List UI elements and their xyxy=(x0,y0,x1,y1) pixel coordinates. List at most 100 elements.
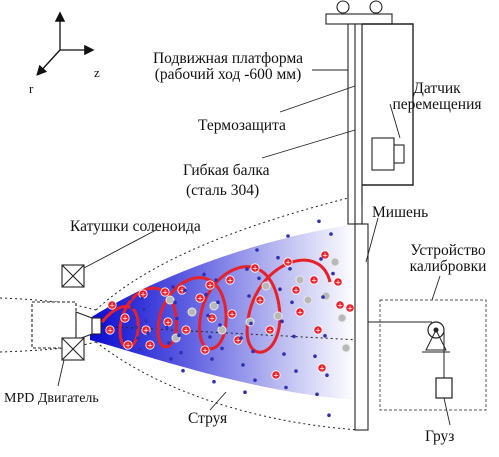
platform-label-line2: (рабочий ход -600 мм) xyxy=(154,66,302,83)
electron-particle xyxy=(292,334,296,339)
sensor-label-line2: перемещения xyxy=(392,96,482,113)
electron-particle xyxy=(313,354,317,359)
svg-text:+: + xyxy=(162,289,168,297)
svg-text:+: + xyxy=(267,327,273,335)
electron-particle xyxy=(202,272,206,277)
ion-particle: + xyxy=(105,325,115,335)
electron-particle xyxy=(181,368,185,373)
svg-text:+: + xyxy=(315,327,321,335)
electron-particle xyxy=(214,278,218,282)
svg-text:+: + xyxy=(227,277,233,285)
ion-particle: + xyxy=(195,293,205,303)
ion-particle: + xyxy=(145,340,155,350)
svg-text:+: + xyxy=(179,287,185,295)
solenoid-coil-bottom xyxy=(61,337,85,361)
electron-particle xyxy=(241,363,245,367)
ion-particle: + xyxy=(333,277,343,287)
svg-text:+: + xyxy=(311,277,317,285)
sensor-label-line1: Датчик xyxy=(413,80,461,97)
electron-particle xyxy=(329,232,333,236)
ion-particle: + xyxy=(205,280,215,290)
neutral-particle xyxy=(341,343,351,353)
electron-particle xyxy=(247,294,251,298)
electron-particle xyxy=(130,305,134,310)
electron-particle xyxy=(278,287,282,292)
jet-label: Струя xyxy=(188,410,228,427)
electron-particle xyxy=(294,369,298,373)
electron-particle xyxy=(253,378,257,383)
leader-lines xyxy=(57,69,451,426)
electron-particle xyxy=(245,267,249,271)
electron-particle xyxy=(288,267,292,271)
moving-platform xyxy=(325,0,393,25)
electron-particle xyxy=(216,300,220,305)
electron-particle xyxy=(146,331,150,336)
electron-particle xyxy=(138,347,142,352)
neutral-particle xyxy=(295,275,305,285)
electron-particle xyxy=(315,392,319,397)
neutral-particle xyxy=(187,307,197,317)
target-label: Мишень xyxy=(372,204,429,221)
ion-particle: + xyxy=(295,307,305,317)
electron-particle xyxy=(132,315,136,319)
electrons xyxy=(128,219,335,418)
svg-text:+: + xyxy=(229,311,235,319)
electron-particle xyxy=(321,295,325,299)
svg-text:+: + xyxy=(252,265,258,273)
calibration-device xyxy=(368,299,487,411)
ion-particle: + xyxy=(207,313,217,323)
electron-particle xyxy=(327,413,331,418)
ion-particle: + xyxy=(227,309,237,319)
svg-text:+: + xyxy=(197,295,203,303)
electron-particle xyxy=(144,319,148,323)
svg-text:+: + xyxy=(107,327,113,335)
axis-r-label: r xyxy=(29,81,34,96)
ion-particle: + xyxy=(250,263,260,273)
plasma-plume xyxy=(90,224,356,400)
coils-label: Катушки соленоида xyxy=(70,218,201,235)
svg-text:+: + xyxy=(109,302,115,310)
ion-particle: + xyxy=(163,317,173,327)
electron-particle xyxy=(175,316,179,321)
beam-label-line1: Гибкая балка xyxy=(183,162,270,179)
electron-particle xyxy=(284,385,288,390)
svg-text:+: + xyxy=(143,327,149,335)
ion-particle: + xyxy=(317,363,327,373)
electron-particle xyxy=(208,335,212,339)
electron-particle xyxy=(325,373,329,378)
electron-particle xyxy=(319,257,323,261)
electron-particle xyxy=(251,349,255,354)
electron-particle xyxy=(179,350,183,355)
thermal-shield-label: Термозащита xyxy=(198,117,286,134)
svg-text:+: + xyxy=(257,297,263,305)
electron-particle xyxy=(173,300,177,305)
electron-particle xyxy=(140,296,144,301)
electron-particle xyxy=(171,285,175,289)
neutral-particle xyxy=(303,295,313,305)
ions: ++++++++++++++++++++++++++++++++ xyxy=(105,250,355,380)
ion-particle: + xyxy=(320,250,330,260)
ion-particle: + xyxy=(225,275,235,285)
electron-particle xyxy=(204,292,208,297)
target-plate xyxy=(354,223,369,431)
ion-particle: + xyxy=(107,300,117,310)
neutral-particle xyxy=(217,325,227,335)
load-label: Груз xyxy=(425,428,455,445)
ion-particle: + xyxy=(120,313,130,323)
calibration-label-line2: калибровки xyxy=(409,258,487,275)
svg-text:+: + xyxy=(335,279,341,287)
electron-particle xyxy=(220,346,224,351)
electron-particle xyxy=(136,336,140,340)
ion-particle: + xyxy=(345,303,355,313)
ion-particle: + xyxy=(313,325,323,335)
svg-text:+: + xyxy=(122,315,128,323)
svg-text:+: + xyxy=(273,372,279,380)
ion-particle: + xyxy=(160,287,170,297)
helix-trajectory xyxy=(100,258,332,354)
electron-particle xyxy=(239,336,243,340)
electron-particle xyxy=(282,352,286,356)
electron-particle xyxy=(212,379,216,384)
electron-particle xyxy=(280,319,284,324)
electron-particle xyxy=(134,325,138,330)
ion-particle: + xyxy=(123,340,133,350)
